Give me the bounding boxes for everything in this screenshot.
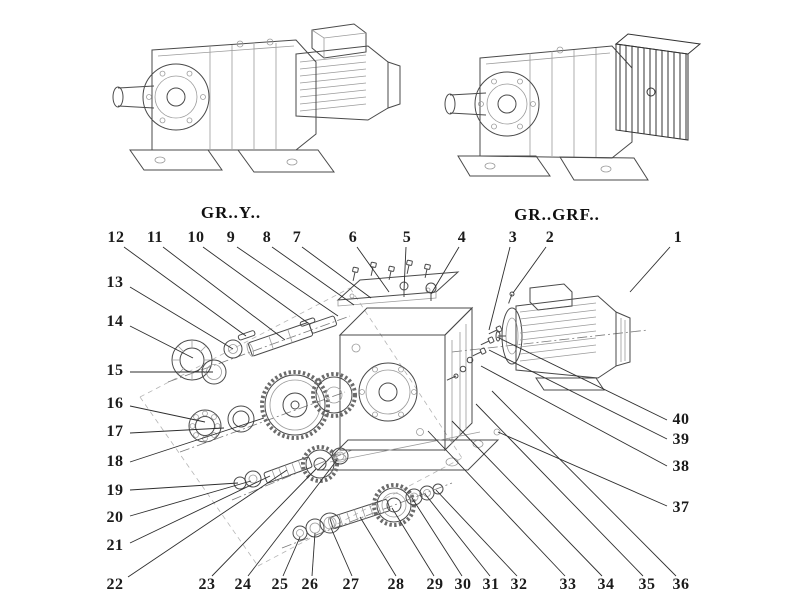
part-number-33: 33 <box>559 576 577 593</box>
part-number-40: 40 <box>672 411 690 428</box>
part-number-23: 23 <box>198 576 216 593</box>
leader-line-29 <box>391 507 435 577</box>
part-number-7: 7 <box>292 229 302 246</box>
eye-bolt-drawing <box>425 282 437 301</box>
leader-line-26 <box>311 532 316 577</box>
part-number-2: 2 <box>545 229 555 246</box>
leader-line-12 <box>123 246 247 337</box>
bearing-17 <box>227 405 255 433</box>
part-number-25: 25 <box>271 576 289 593</box>
intermediate-gear-drawing <box>260 370 357 440</box>
part-number-24: 24 <box>234 576 252 593</box>
part-number-22: 22 <box>106 576 124 593</box>
part-number-4: 4 <box>457 229 467 246</box>
input-shaft-drawing <box>171 315 337 443</box>
part-number-10: 10 <box>187 229 205 246</box>
leader-line-23 <box>211 468 317 577</box>
leader-line-13 <box>129 286 234 350</box>
pinion-shaft-drawing <box>233 445 349 490</box>
leader-line-14 <box>129 325 194 359</box>
leader-lines-layer <box>123 246 677 578</box>
part-number-31: 31 <box>482 576 500 593</box>
leader-line-25 <box>282 536 301 577</box>
part-number-36: 36 <box>672 576 690 593</box>
exploded-view-drawing <box>139 259 649 567</box>
leader-line-3 <box>488 246 511 331</box>
variant-label-gr-y: GR..Y.. <box>200 203 262 222</box>
part-number-26: 26 <box>301 576 319 593</box>
part-number-27: 27 <box>342 576 360 593</box>
leader-line-39 <box>488 349 668 440</box>
part-number-39: 39 <box>672 431 690 448</box>
part-number-21: 21 <box>106 537 124 554</box>
leader-line-37 <box>497 431 668 507</box>
part-number-9: 9 <box>226 229 236 246</box>
leader-line-16 <box>129 405 206 423</box>
variant-label-gr-grf: GR..GRF.. <box>514 205 600 224</box>
leader-line-21 <box>129 475 271 544</box>
part-number-32: 32 <box>510 576 528 593</box>
part-number-14: 14 <box>106 313 124 330</box>
leader-line-31 <box>424 493 491 577</box>
leader-line-2 <box>512 246 547 294</box>
part-number-29: 29 <box>426 576 444 593</box>
leader-line-5 <box>403 246 407 291</box>
leader-line-20 <box>129 480 252 517</box>
leader-line-11 <box>162 246 286 341</box>
part-number-6: 6 <box>348 229 358 246</box>
key-10 <box>299 317 316 327</box>
part-number-5: 5 <box>402 229 412 246</box>
key-12 <box>237 330 256 341</box>
leader-line-6 <box>356 246 390 293</box>
motor-drawing <box>495 283 631 391</box>
part-number-1: 1 <box>673 229 683 246</box>
part-number-38: 38 <box>672 458 690 475</box>
mounting-bolts-drawing <box>445 290 516 383</box>
leader-line-33 <box>427 430 566 577</box>
part-number-13: 13 <box>106 274 124 291</box>
leader-line-35 <box>475 403 644 577</box>
leader-line-8 <box>271 246 355 306</box>
part-number-30: 30 <box>454 576 472 593</box>
leader-line-9 <box>236 246 339 317</box>
leader-line-10 <box>202 246 309 324</box>
leader-line-36 <box>491 390 677 577</box>
leader-line-7 <box>301 246 372 299</box>
part-number-3: 3 <box>508 229 518 246</box>
leader-line-4 <box>430 246 460 295</box>
leader-line-32 <box>435 489 518 577</box>
leader-line-22 <box>127 469 288 578</box>
part-number-8: 8 <box>262 229 272 246</box>
part-number-18: 18 <box>106 453 124 470</box>
leader-line-28 <box>359 516 397 577</box>
part-number-11: 11 <box>146 229 164 246</box>
leader-line-38 <box>480 365 668 467</box>
part-number-17: 17 <box>106 423 124 440</box>
leader-line-17 <box>129 427 225 434</box>
part-number-12: 12 <box>107 229 125 246</box>
part-number-37: 37 <box>672 499 690 516</box>
gearmotor-variant-grf-drawing <box>444 33 702 181</box>
part-number-19: 19 <box>106 482 124 499</box>
part-number-35: 35 <box>638 576 656 593</box>
bearing-16 <box>188 409 222 443</box>
leader-line-1 <box>629 246 671 293</box>
part-number-15: 15 <box>106 362 124 379</box>
part-number-28: 28 <box>387 576 405 593</box>
part-number-20: 20 <box>106 509 124 526</box>
part-number-16: 16 <box>106 395 124 412</box>
gearmotor-variant-y-drawing <box>112 23 401 173</box>
leader-line-18 <box>129 417 265 463</box>
leader-line-30 <box>411 497 463 577</box>
leader-line-19 <box>129 482 239 491</box>
part-number-34: 34 <box>597 576 615 593</box>
leader-line-27 <box>330 527 353 577</box>
leader-line-34 <box>451 420 603 577</box>
leader-line-24 <box>247 459 338 577</box>
leader-line-40 <box>496 336 668 421</box>
